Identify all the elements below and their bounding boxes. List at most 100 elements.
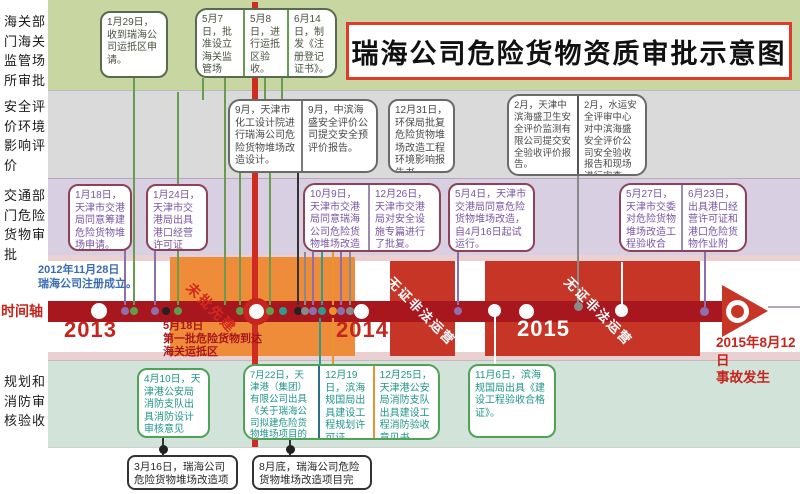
timeline-dot: [279, 307, 287, 315]
connector-line: [332, 318, 334, 365]
timeline-dot: [318, 307, 326, 315]
timeline-dot-year: [354, 304, 369, 319]
callout-planning-5: 11月6日，滨海规国局出具《建设工程验收合格证》。: [468, 364, 556, 438]
timeline-dot: [488, 304, 501, 317]
connector-line: [332, 252, 334, 305]
band-timeline-pink-top: [48, 255, 800, 261]
timeline-dot: [700, 307, 709, 316]
post-arrow-line: [768, 306, 800, 308]
connector-line: [704, 252, 706, 307]
callout-transport-5: 5月4日，天津市交港局同意危险货物堆场改造，自4月16日起试运行。: [448, 183, 535, 252]
accident-note: 2015年8月12日 事故发生: [716, 334, 800, 387]
accident-line2: 事故发生: [716, 370, 770, 386]
timeline-dot: [337, 307, 345, 315]
label-planning: 规划和消防审核验收: [4, 374, 47, 428]
callout-planning-3: 12月19日，滨海规国局出具建设工程规划许可证。: [318, 366, 372, 438]
callout-transport-6: 5月27日，天津市交委对危险货物堆场改造工程验收合格。: [626, 189, 676, 250]
page-title: 瑞海公司危险货物资质审批示意图: [346, 22, 792, 80]
timeline-bar: [48, 301, 726, 322]
connector-line-red-thick: [252, 2, 258, 447]
accident-line1: 2015年8月12日: [716, 335, 796, 368]
label-timeline-axis: 时间轴: [1, 303, 43, 319]
connector-line: [312, 252, 314, 305]
timeline-milestone-ring: [243, 298, 270, 325]
timeline-dot: [301, 307, 309, 315]
timeline-dot-year: [91, 303, 107, 319]
connector-line: [133, 78, 135, 305]
callout-safety-1: 9月，天津市化工设计院进行瑞海公司危险货物堆场改造设计。: [235, 105, 295, 166]
registration-note: 2012年11月28日 瑞海公司注册成立。: [38, 263, 137, 292]
callout-transport-4: 12月26日，天津市交港局对安全设施专篇进行了批复。: [368, 185, 439, 250]
connector-line: [124, 250, 126, 305]
callout-transport-group-2: 5月27日，天津市交委对危险货物堆场改造工程验收合格。 6月23日，出具港口经营…: [619, 183, 747, 252]
arrowhead-ring: [726, 300, 749, 323]
callout-planning-4: 12月25日，天津港公安局消防支队出具建设工程消防验收意见书。: [372, 366, 438, 438]
timeline-dot: [174, 307, 182, 315]
timeline-dot: [151, 307, 159, 315]
connector-line: [457, 252, 459, 305]
callout-customs-4: 6月14日，制发《注册登记证书》。: [287, 10, 335, 76]
registration-line1: 2012年11月28日: [38, 264, 120, 276]
callout-planning-2: 7月22日，天津港（集团）有限公司出具《关于瑞海公司拟建危险货物堆场项目的规划意…: [250, 370, 308, 438]
timeline-dot-year: [519, 304, 534, 319]
callout-transport-2: 1月24日，天津市交港局出具港口经营许可证（普货）。: [146, 184, 208, 251]
timeline-dot: [236, 307, 244, 315]
connector-line: [340, 252, 342, 305]
footnote-start: 3月16日，瑞海公司危险货物堆场改造项目开工。: [127, 455, 238, 490]
label-customs: 海关部门海关监管场所审批: [4, 14, 47, 88]
connector-line: [494, 315, 496, 366]
connector-line: [577, 172, 579, 303]
connector-line: [154, 250, 156, 305]
label-safety: 安全评价环境影响评价: [4, 99, 47, 173]
registration-line2: 瑞海公司注册成立。: [38, 278, 137, 291]
callout-safety-group-2: 2月，天津中滨海盛卫生安全评价监测有限公司提交安全验收评价报告。 2月，水运安全…: [507, 94, 647, 176]
callout-planning-1: 4月10日，天津港公安局消防支队出具消防设计审核意见书。: [137, 368, 210, 438]
timeline-dot: [329, 307, 337, 315]
callout-transport-1: 1月18日，天津市交港局同意筹建危险货物堆场申请。: [68, 184, 132, 251]
callout-customs-3: 5月8日，进行运抵区验收。: [243, 10, 287, 76]
callout-planning-group: 7月22日，天津港（集团）有限公司出具《关于瑞海公司拟建危险货物堆场项目的规划意…: [243, 364, 440, 440]
timeline-dot: [130, 307, 138, 315]
timeline-dot: [162, 307, 170, 315]
footnote-finish: 8月底，瑞海公司危险货物堆场改造项目完工。: [252, 455, 372, 490]
band-timeline-pink-bottom: [48, 352, 800, 360]
connector-line: [224, 78, 226, 305]
first-arrival-note: 5月18日 第一批危险货物到达 海关运抵区: [163, 320, 262, 360]
callout-safety-5: 2月，水运安全评审中心对中滨海盛安全评价公司安全验收报告和现场进行审查。: [576, 96, 645, 174]
first-arrival-line1: 5月18日: [163, 320, 204, 332]
connector-line: [321, 252, 323, 305]
connector-line: [297, 172, 299, 305]
timeline-dot: [309, 307, 317, 315]
connector-line: [621, 262, 623, 306]
callout-safety-group: 9月，天津市化工设计院进行瑞海公司危险货物堆场改造设计。 9月，中滨海盛安全评价…: [228, 99, 378, 173]
timeline-dot: [294, 307, 302, 315]
callout-customs-group: 5月7日，批准设立海关监管场所。 5月8日，进行运抵区验收。 6月14日，制发《…: [195, 8, 337, 78]
year-2015: 2015: [517, 316, 570, 341]
first-arrival-line2: 第一批危险货物到达: [163, 333, 262, 346]
callout-transport-7: 6月23日，出具港口经营许可证和港口危险货物作业附证。: [681, 185, 745, 250]
timeline-dot: [346, 307, 354, 315]
year-2013: 2013: [64, 317, 117, 342]
connector-line: [239, 172, 241, 305]
label-transport: 交通部门危险货物审批: [4, 188, 47, 262]
connector-line: [264, 78, 266, 100]
connector-line: [269, 172, 271, 305]
callout-customs-2: 5月7日，批准设立海关监管场所。: [202, 14, 232, 75]
first-arrival-line3: 海关运抵区: [163, 346, 218, 359]
footnote-dot: [286, 445, 295, 454]
connector-line: [349, 252, 351, 305]
connector-line: [304, 252, 306, 305]
timeline-dot: [574, 302, 583, 311]
year-2014: 2014: [336, 317, 389, 342]
connector-line: [319, 318, 321, 365]
footnote-dot: [159, 445, 168, 454]
callout-transport-3: 10月9日，天津市交港局同意瑞海公司危险货物堆场改造设计。: [310, 189, 360, 250]
callout-safety-4: 2月，天津中滨海盛卫生安全评价监测有限公司提交安全验收评价报告。: [514, 100, 572, 171]
callout-customs-1: 1月29日，收到瑞海公司运抵区申请。: [100, 11, 168, 78]
connector-line: [202, 78, 204, 100]
timeline-dot: [615, 304, 628, 317]
callout-safety-3: 12月31日，环保局批复危险货物堆场改造工程环境影响报告书。: [388, 99, 455, 173]
timeline-dot: [454, 307, 462, 315]
timeline-dot: [121, 307, 129, 315]
